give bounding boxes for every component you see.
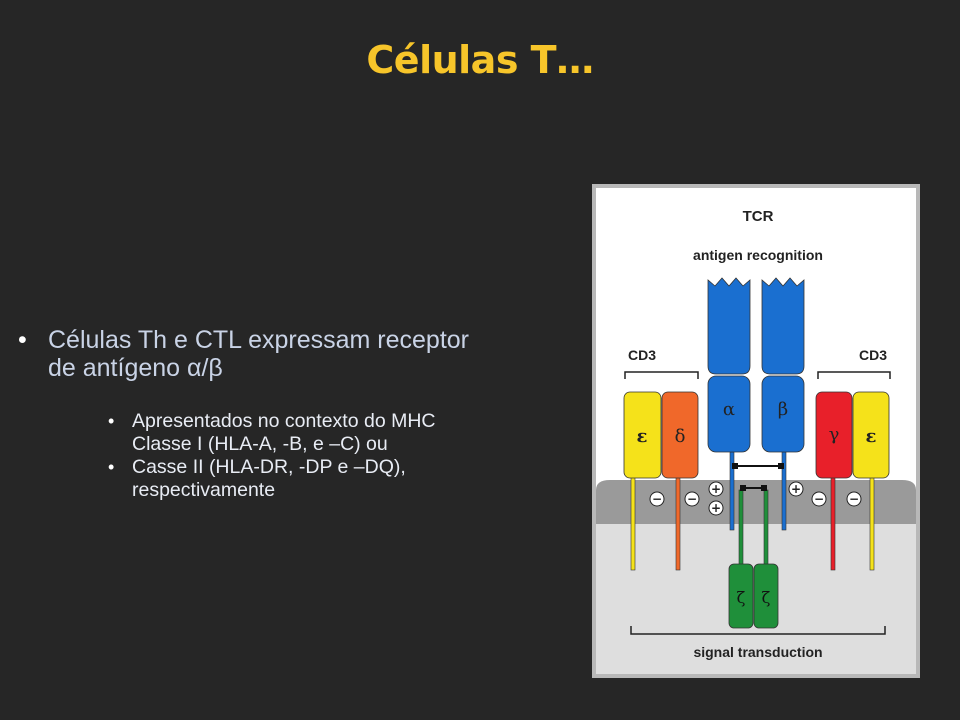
cd3-gamma-chain: γ	[815, 391, 853, 571]
bullet-dot: •	[108, 411, 115, 431]
charge-minus-3	[811, 491, 827, 507]
signal-bracket	[630, 626, 886, 635]
bullet-dot: •	[108, 457, 115, 477]
delta-label: δ	[675, 426, 686, 447]
charge-minus-2	[684, 491, 700, 507]
charge-plus-2	[708, 500, 724, 516]
bullet-sub1-line2: Classe I (HLA-A, -B, e –C) ou	[132, 433, 388, 455]
tcr-cd3-diagram: TCR antigen recognition CD3 CD3 ε δ α β	[592, 184, 920, 678]
signal-transduction-label: signal transduction	[693, 644, 822, 660]
epsilon-left-label: ε	[637, 426, 648, 447]
charge-minus-1-label: −	[652, 492, 662, 506]
antigen-recognition-label: antigen recognition	[693, 247, 823, 263]
cd3-right-bracket	[817, 371, 891, 379]
charge-minus-1	[649, 491, 665, 507]
cd3-left-bracket	[624, 371, 699, 379]
tcr-beta-chain: β	[761, 277, 805, 531]
gamma-label: γ	[829, 424, 840, 445]
beta-label: β	[778, 399, 788, 420]
disulfide-bond-alpha-beta	[732, 463, 784, 469]
bullet-sub2-line1: Casse II (HLA-DR, -DP e –DQ),	[132, 456, 406, 478]
charge-plus-1-label: +	[711, 482, 721, 496]
charge-plus-2-label: +	[711, 501, 721, 515]
zeta-right-label: ζ	[762, 588, 771, 607]
tcr-label: TCR	[743, 208, 774, 225]
bullet-sub-mhc-class-2: • Casse II (HLA-DR, -DP e –DQ), respecti…	[18, 456, 578, 502]
bullet-dot: •	[18, 326, 27, 354]
charge-minus-2-label: −	[687, 492, 697, 506]
cd3-epsilon-left-chain: ε	[623, 391, 662, 571]
cd3-epsilon-right-chain: ε	[852, 391, 890, 571]
alpha-label: α	[723, 399, 735, 420]
bullet-sub-mhc-class-1: • Apresentados no contexto do MHC Classe…	[18, 410, 578, 456]
cell-membrane	[596, 480, 916, 524]
bullet-sub2-line2: respectivamente	[132, 479, 276, 501]
cd3-right-label: CD3	[859, 347, 887, 363]
bullet-main-line2: de antígeno α/β	[48, 354, 223, 382]
epsilon-right-label: ε	[866, 426, 877, 447]
tcr-alpha-chain: α	[707, 277, 751, 531]
bullet-list: • Células Th e CTL expressam receptor de…	[18, 326, 578, 502]
bullet-main: • Células Th e CTL expressam receptor de…	[18, 326, 578, 382]
bullet-sub1-line1: Apresentados no contexto do MHC	[132, 410, 436, 432]
bullet-main-line1: Células Th e CTL expressam receptor	[48, 326, 470, 354]
slide-title: Células T…	[366, 38, 594, 82]
cd3-left-label: CD3	[628, 347, 656, 363]
charge-plus-1	[708, 481, 724, 497]
charge-minus-4	[846, 491, 862, 507]
charge-minus-4-label: −	[849, 492, 859, 506]
disulfide-bond-zeta	[740, 485, 767, 491]
charge-plus-3	[788, 481, 804, 497]
charge-minus-3-label: −	[814, 492, 824, 506]
charge-plus-3-label: +	[791, 482, 801, 496]
cd3-delta-chain: δ	[661, 391, 699, 571]
zeta-left-label: ζ	[737, 588, 746, 607]
